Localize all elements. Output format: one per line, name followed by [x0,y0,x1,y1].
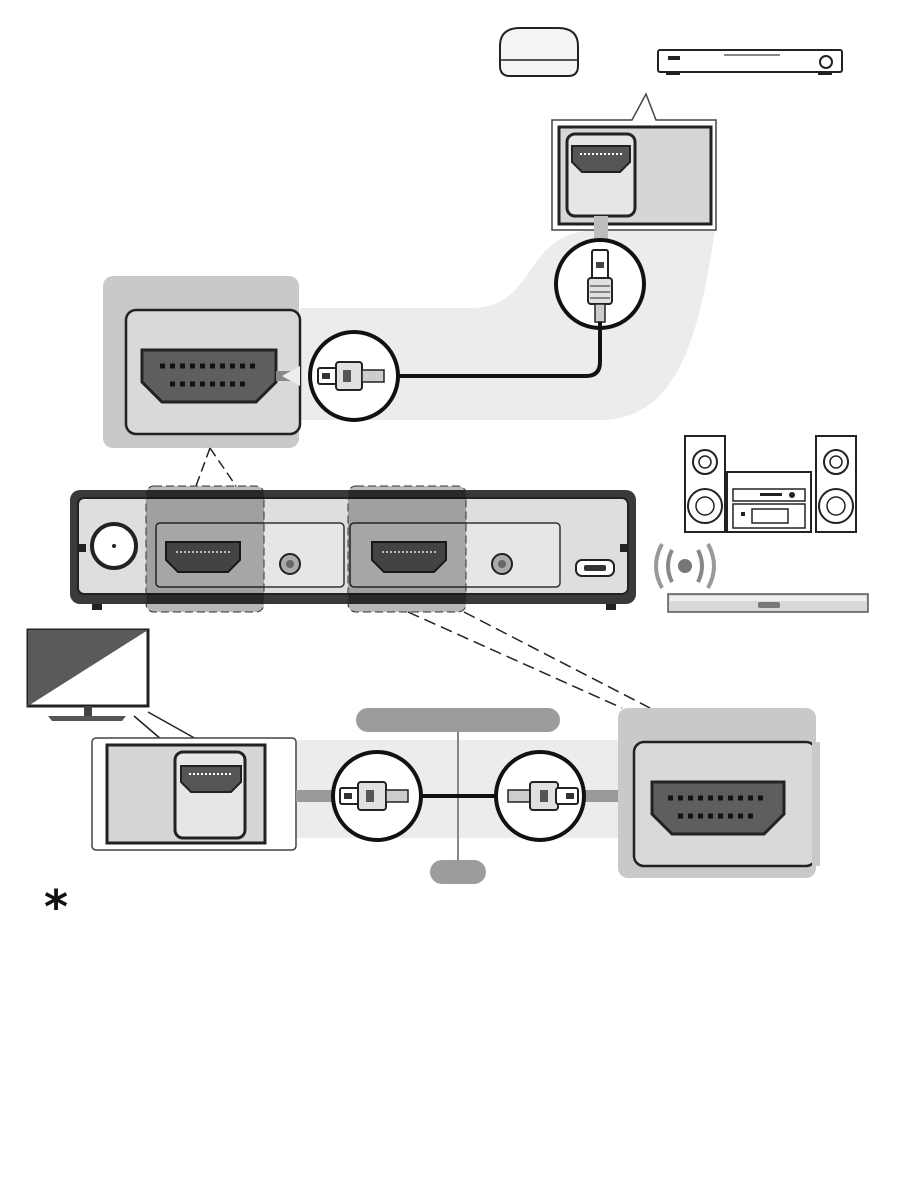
television-icon [28,630,148,721]
wireless-signal-icon [656,544,714,588]
rf-coax-port [92,524,136,568]
set-top-box-icon [500,28,578,76]
hdmi-plug-horizontal-magnifier-box [496,752,584,840]
box-hdmi-in-callout [103,276,300,448]
tv-callout-pointer [134,712,198,740]
footnote-asterisk: * [44,884,68,930]
source-port-callout [552,94,716,230]
hdmi-plug-horizontal-magnifier-tv [333,752,421,840]
micro-usb-port [576,560,614,576]
hdmi-plug-vertical-magnifier [556,240,644,328]
blu-ray-player-icon [658,50,842,75]
tv-hdmi-in-callout [92,738,296,850]
highlight-hdmi-out [348,486,466,612]
hdmi-plug-horizontal-magnifier-upper [310,332,398,420]
cable-label-pill-top [356,708,560,732]
soundbar-icon [668,594,868,612]
hifi-system-icon [685,436,856,532]
callout-pointer-dash-right [408,612,650,708]
box-hdmi-out-callout [618,708,820,878]
callout-pointer-dash [196,448,236,486]
cable-label-pill-bottom [430,860,486,884]
highlight-hdmi-in [146,486,264,612]
